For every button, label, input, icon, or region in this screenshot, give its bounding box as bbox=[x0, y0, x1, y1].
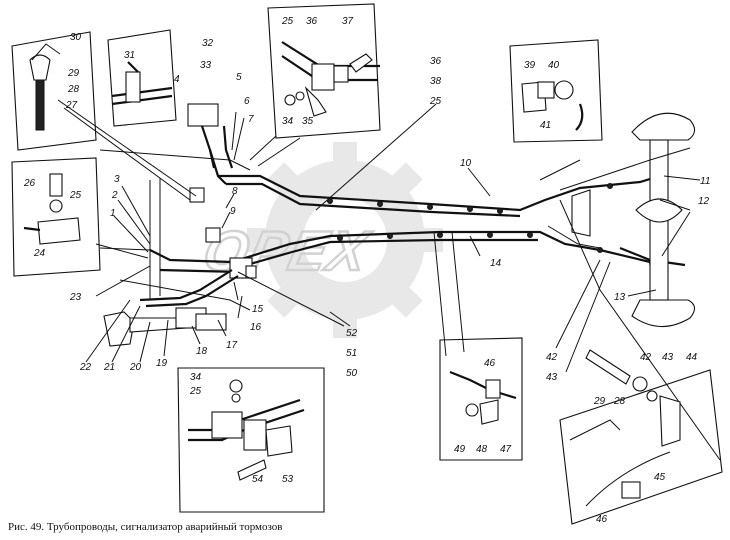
label-33: 33 bbox=[200, 60, 212, 71]
callout-labels: 30 29 28 27 31 32 33 4 5 6 7 25 36 37 34… bbox=[23, 16, 710, 525]
label-53: 53 bbox=[282, 474, 294, 485]
label-25-bottom: 25 bbox=[189, 386, 202, 397]
label-50: 50 bbox=[346, 368, 358, 379]
label-52: 52 bbox=[346, 328, 358, 339]
leader-lines bbox=[57, 99, 701, 373]
label-48: 48 bbox=[476, 444, 488, 455]
label-32: 32 bbox=[202, 38, 214, 49]
label-31: 31 bbox=[124, 50, 135, 61]
inset-valve bbox=[267, 3, 381, 139]
label-19: 19 bbox=[156, 358, 168, 369]
inset-clip bbox=[439, 337, 523, 461]
label-44: 44 bbox=[686, 352, 698, 363]
label-37: 37 bbox=[342, 16, 354, 27]
inset-switch bbox=[11, 157, 101, 277]
label-36-mid: 36 bbox=[430, 56, 442, 67]
label-24: 24 bbox=[33, 248, 46, 259]
label-36-top: 36 bbox=[306, 16, 318, 27]
label-43-mid: 43 bbox=[546, 372, 558, 383]
label-35: 35 bbox=[302, 116, 314, 127]
label-17: 17 bbox=[226, 340, 238, 351]
label-54: 54 bbox=[252, 474, 264, 485]
label-10: 10 bbox=[460, 158, 472, 169]
label-28-inset: 28 bbox=[613, 396, 626, 407]
label-7: 7 bbox=[248, 114, 254, 125]
label-29: 29 bbox=[67, 68, 80, 79]
label-39: 39 bbox=[524, 60, 536, 71]
label-38: 38 bbox=[430, 76, 442, 87]
inset-handbrake bbox=[559, 349, 723, 525]
label-21: 21 bbox=[103, 362, 115, 373]
label-46-clip: 46 bbox=[484, 358, 496, 369]
label-25-top: 25 bbox=[281, 16, 294, 27]
label-13: 13 bbox=[614, 292, 626, 303]
label-26: 26 bbox=[23, 178, 36, 189]
label-9: 9 bbox=[230, 206, 236, 217]
label-47: 47 bbox=[500, 444, 512, 455]
label-16: 16 bbox=[250, 322, 262, 333]
label-12: 12 bbox=[698, 196, 710, 207]
label-34-top: 34 bbox=[282, 116, 294, 127]
label-27: 27 bbox=[65, 100, 78, 111]
label-25-switch: 25 bbox=[69, 190, 82, 201]
label-40: 40 bbox=[548, 60, 560, 71]
label-5: 5 bbox=[236, 72, 242, 83]
label-11: 11 bbox=[700, 176, 710, 187]
label-23: 23 bbox=[69, 292, 82, 303]
label-4: 4 bbox=[174, 74, 180, 85]
label-15: 15 bbox=[252, 304, 264, 315]
label-51: 51 bbox=[346, 348, 357, 359]
label-6: 6 bbox=[244, 96, 250, 107]
rear-axle bbox=[539, 112, 721, 461]
inset-tee-bottom bbox=[177, 367, 325, 513]
label-8: 8 bbox=[232, 186, 238, 197]
pipe-clips bbox=[327, 183, 613, 253]
label-30: 30 bbox=[70, 32, 82, 43]
label-25-mid: 25 bbox=[429, 96, 442, 107]
label-49: 49 bbox=[454, 444, 466, 455]
label-29-inset: 29 bbox=[593, 396, 606, 407]
inset-hose bbox=[11, 31, 97, 151]
inset-tee bbox=[107, 29, 177, 127]
figure-caption: Рис. 49. Трубопроводы, сигнализатор авар… bbox=[8, 521, 282, 533]
label-28: 28 bbox=[67, 84, 80, 95]
label-46-inset: 46 bbox=[596, 514, 608, 525]
label-14: 14 bbox=[490, 258, 502, 269]
front-section bbox=[99, 103, 257, 347]
label-1: 1 bbox=[110, 208, 116, 219]
label-41: 41 bbox=[540, 120, 551, 131]
label-43-inset: 43 bbox=[662, 352, 674, 363]
label-2: 2 bbox=[111, 190, 118, 201]
label-18: 18 bbox=[196, 346, 208, 357]
label-34-bottom: 34 bbox=[190, 372, 202, 383]
label-20: 20 bbox=[129, 362, 142, 373]
inset-fitting bbox=[509, 39, 603, 143]
label-3: 3 bbox=[114, 174, 120, 185]
label-42-inset: 42 bbox=[640, 352, 652, 363]
label-22: 22 bbox=[79, 362, 92, 373]
label-45: 45 bbox=[654, 472, 666, 483]
label-42-mid: 42 bbox=[546, 352, 558, 363]
